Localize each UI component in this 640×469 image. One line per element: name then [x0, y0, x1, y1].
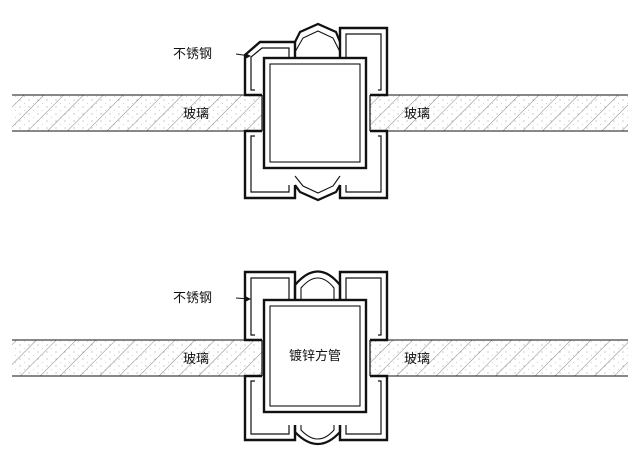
bottom-core-label: 镀锌方管 [289, 348, 341, 364]
bottom-core-tube [262, 298, 368, 414]
top-steel-arrow [245, 53, 251, 59]
top-glass-left-label: 玻璃 [183, 107, 209, 122]
top-glass-left-panel [12, 94, 262, 132]
top-steel-label: 不锈钢 [173, 47, 212, 62]
bottom-steel-label: 不锈钢 [173, 291, 212, 306]
top-glass-right-label: 玻璃 [404, 107, 430, 122]
bottom-glass-left-label: 玻璃 [183, 352, 209, 367]
bottom-glass-right-panel [370, 339, 628, 377]
bottom-glass-right-label: 玻璃 [404, 352, 430, 367]
top-steel-profile [243, 22, 389, 202]
top-core-tube [262, 56, 368, 170]
bottom-detail: 不锈钢 玻璃 玻璃 镀锌方管 [12, 270, 628, 446]
bottom-steel-profile [243, 270, 389, 446]
top-detail: 不锈钢 玻璃 玻璃 [12, 22, 628, 202]
bottom-glass-left-panel [12, 339, 262, 377]
top-glass-right-panel [370, 94, 628, 132]
bottom-steel-arrow [245, 296, 251, 302]
